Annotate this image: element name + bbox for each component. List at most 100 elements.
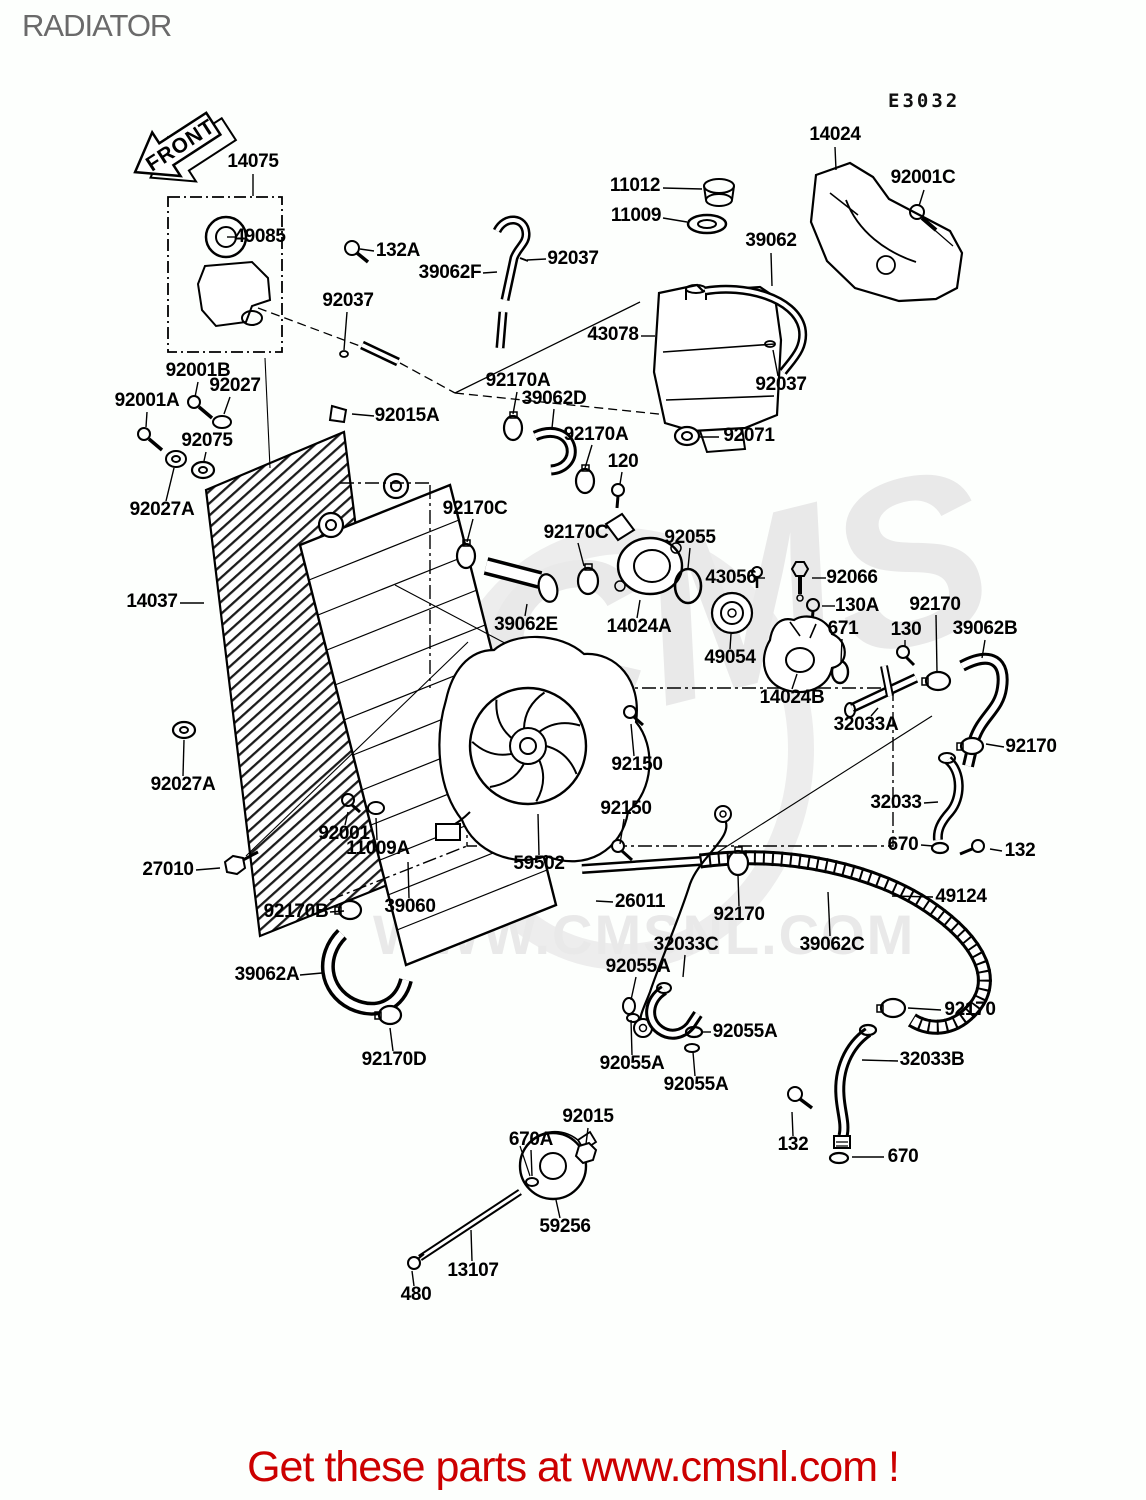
part-label-39062: 39062 [745, 230, 797, 251]
part-label-92027: 92027 [209, 375, 261, 396]
part-label-92055a: 92055A [599, 1053, 665, 1074]
part-label-14024a: 14024A [606, 616, 672, 637]
leader-line-59256 [555, 1199, 561, 1219]
leader-line-92150 [630, 723, 635, 757]
part-label-130: 130 [890, 619, 922, 640]
part-label-92015: 92015 [562, 1106, 614, 1127]
part-label-32033c: 32033C [653, 934, 719, 955]
part-label-92170d: 92170D [361, 1049, 427, 1070]
part-label-92170a: 92170A [485, 370, 551, 391]
part-label-49054: 49054 [704, 647, 756, 668]
leader-line-132 [791, 1111, 794, 1137]
leader-line-39060 [407, 861, 410, 899]
page-title: RADIATOR [22, 8, 172, 43]
part-label-39062a: 39062A [234, 964, 300, 985]
elbow-32033C [622, 982, 704, 1053]
leader-line-92170 [737, 874, 740, 907]
leader-line-32033 [923, 801, 939, 804]
part-label-32033: 32033 [870, 792, 922, 813]
leader-line-92170d [389, 1027, 394, 1052]
leader-line-480 [411, 1270, 415, 1287]
part-label-13107: 13107 [447, 1260, 499, 1281]
leader-line-92001 [344, 811, 349, 826]
part-label-92055a: 92055A [712, 1021, 778, 1042]
corrugated-hose-49124 [581, 850, 992, 1035]
leader-line-59502 [537, 813, 540, 856]
leader-line-92015 [585, 1127, 589, 1145]
leader-line-92055a [630, 976, 637, 1001]
leader-line-14024b [791, 673, 798, 690]
part-label-92001: 92001 [318, 823, 370, 844]
pipe-32033B [787, 1023, 878, 1165]
right-hose-group [930, 652, 1009, 856]
leader-line-92170c [466, 518, 474, 543]
leader-line-92055 [687, 547, 691, 569]
part-label-39062c: 39062C [799, 934, 865, 955]
part-label-92015a: 92015A [374, 405, 440, 426]
part-label-92150: 92150 [600, 798, 652, 819]
part-label-39062f: 39062F [418, 262, 482, 283]
leader-line-92075 [203, 451, 207, 462]
part-label-92170: 92170 [944, 999, 996, 1020]
part-label-671: 671 [827, 618, 859, 639]
part-label-92001c: 92001C [890, 167, 956, 188]
leader-line-39062f [482, 271, 498, 274]
part-label-92001a: 92001A [114, 390, 180, 411]
part-label-92071: 92071 [723, 425, 775, 446]
part-label-92027a: 92027A [129, 499, 195, 520]
part-label-92170b: 92170B [263, 901, 329, 922]
part-label-92055: 92055 [664, 527, 716, 548]
part-label-92170: 92170 [713, 904, 765, 925]
water-pump-cluster [710, 561, 933, 853]
part-label-32033b: 32033B [899, 1049, 965, 1070]
leader-line-92027 [223, 396, 231, 415]
leader-line-92001c [918, 189, 925, 207]
part-label-49085: 49085 [234, 226, 286, 247]
leader-line-39062c [827, 891, 831, 937]
part-label-92066: 92066 [826, 567, 878, 588]
part-label-43078: 43078 [587, 324, 639, 345]
part-label-59502: 59502 [513, 853, 565, 874]
part-label-670: 670 [887, 834, 919, 855]
part-label-92037: 92037 [547, 248, 599, 269]
leader-line-14024 [834, 146, 837, 171]
part-label-92037: 92037 [322, 290, 374, 311]
part-label-11012: 11012 [609, 175, 661, 196]
part-label-92075: 92075 [181, 430, 233, 451]
leader-line-39062 [770, 252, 773, 287]
part-label-480: 480 [400, 1284, 432, 1305]
part-label-92055a: 92055A [605, 956, 671, 977]
leader-line-92170b [329, 910, 345, 913]
part-label-39062b: 39062B [952, 618, 1018, 639]
part-label-11009a: 11009A [346, 838, 410, 859]
footer-promo-text: Get these parts at www.cmsnl.com ! [247, 1443, 900, 1491]
leader-line-92001b [194, 381, 199, 398]
leader-line-92150 [619, 818, 625, 845]
leader-line-92170c [577, 542, 585, 567]
leader-line-92001a [145, 411, 148, 428]
part-label-132: 132 [1004, 840, 1036, 861]
leader-line-11009 [662, 217, 688, 223]
part-label-130a: 130A [834, 595, 880, 616]
part-label-11009: 11009 [610, 205, 662, 226]
leader-line-27010 [195, 867, 221, 871]
part-label-39062e: 39062E [494, 614, 558, 635]
reserve-tank-group [652, 178, 808, 454]
part-label-92170a: 92170A [563, 424, 629, 445]
part-label-92055a: 92055A [663, 1074, 729, 1095]
part-label-39062d: 39062D [521, 388, 587, 409]
leader-line-92170 [985, 743, 1005, 748]
part-label-92037: 92037 [755, 374, 807, 395]
part-label-92170c: 92170C [543, 522, 609, 543]
leader-line-92037 [343, 311, 348, 351]
leader-line-92170a [512, 391, 518, 415]
leader-line-132a [359, 248, 375, 252]
part-label-92170: 92170 [909, 594, 961, 615]
leader-line-92170 [907, 1007, 942, 1011]
leader-line-92037 [772, 349, 779, 377]
part-label-49124: 49124 [935, 886, 987, 907]
part-label-92001b: 92001B [165, 360, 231, 381]
leader-line-671 [840, 638, 843, 663]
